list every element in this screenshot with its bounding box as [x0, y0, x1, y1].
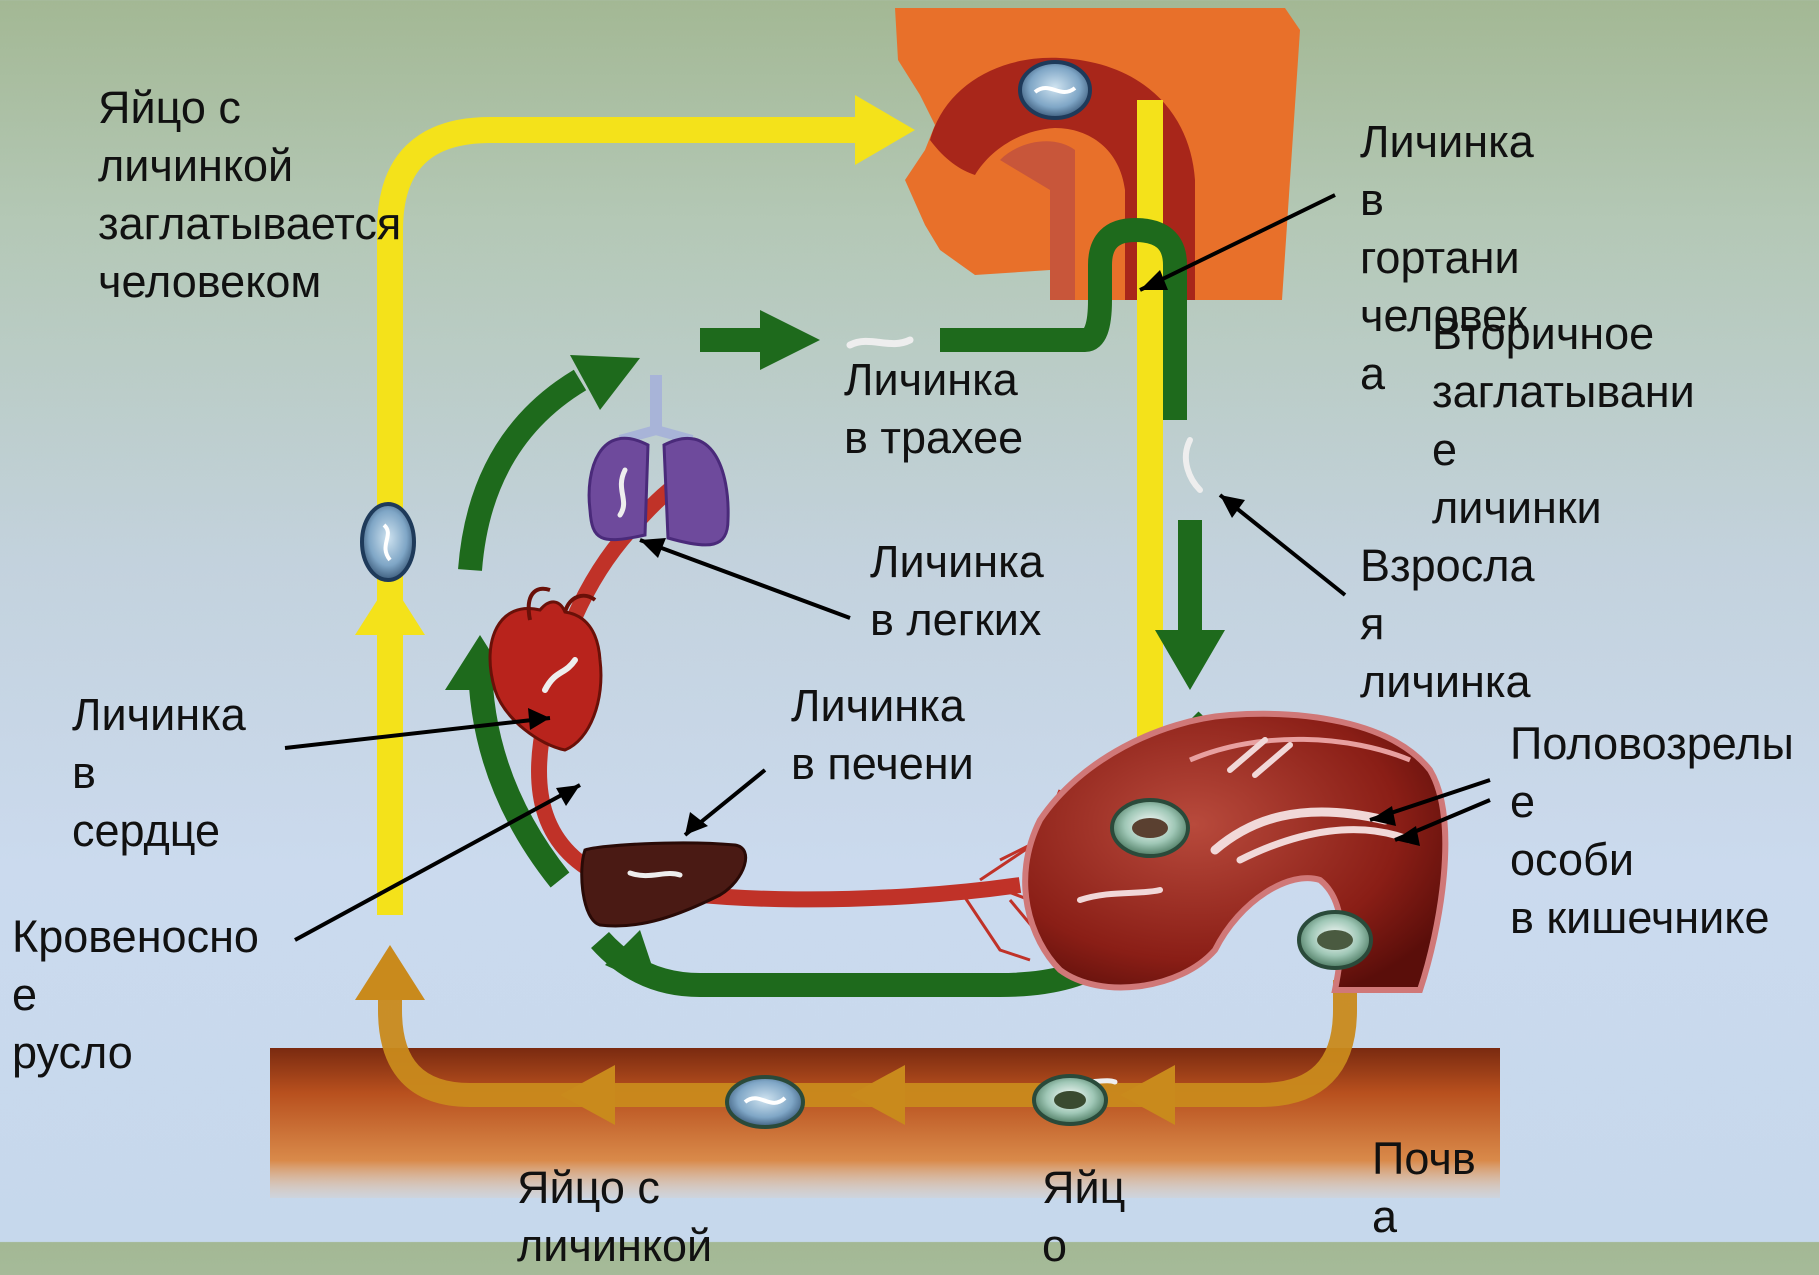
arrow-up-soil: [355, 945, 425, 1000]
label-larva-liver: Личинка в печени: [791, 677, 974, 793]
arrow-to-mouth: [855, 95, 915, 165]
label-soil: Почв а: [1372, 1130, 1476, 1246]
arrow-up-yellow: [355, 580, 425, 635]
label-adult-larva: Взросла я личинка: [1360, 537, 1535, 711]
label-egg-swallowed: Яйцо с личинкой заглатывается человеком: [98, 79, 401, 311]
label-egg-bottom: Яйц о: [1042, 1159, 1125, 1275]
liver-icon: [582, 843, 746, 926]
label-larva-lungs: Личинка в легких: [870, 533, 1044, 649]
label-larva-heart: Личинка в сердце: [72, 686, 246, 860]
label-mature-intestine: Половозрелы е особи в кишечнике: [1510, 715, 1794, 947]
label-secondary-swallowing: Вторичное заглатывани е личинки: [1432, 305, 1695, 537]
intestine-icon: [1025, 714, 1445, 990]
lungs-icon: [589, 375, 728, 545]
label-larva-trachea: Личинка в трахее: [844, 351, 1023, 467]
label-bloodstream: Кровеносно е русло: [12, 908, 259, 1082]
arrow-to-trachea: [760, 310, 820, 370]
arrow-down-green: [1155, 630, 1225, 690]
label-egg-with-larva-bottom: Яйцо с личинкой: [517, 1159, 712, 1275]
